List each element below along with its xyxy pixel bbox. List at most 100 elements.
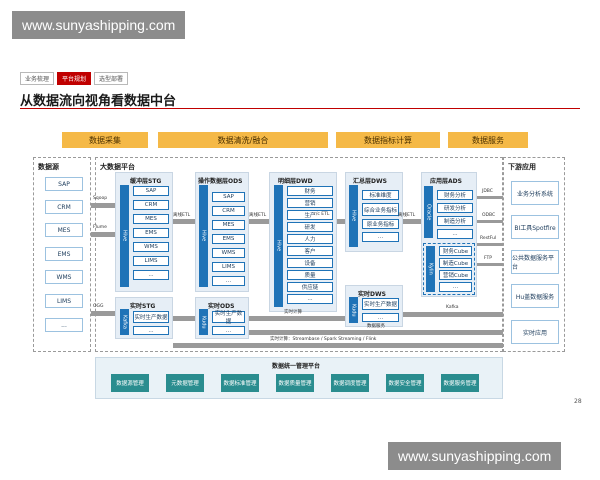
label-sqoop: Sqoop <box>93 196 108 201</box>
label-stream: 实时计算：Streambase / Spark Streaming / Flin… <box>270 337 377 342</box>
sources-title: 数据源 <box>38 163 59 171</box>
source-lims: LIMS <box>45 294 83 308</box>
page-number: 28 <box>574 398 582 405</box>
arrow-ftp <box>477 263 503 266</box>
phase-compute: 数据指标计算 <box>336 132 440 148</box>
mgmt-item-service: 数据服务管理 <box>441 374 479 392</box>
rt-dws-item: 实时生产数据 <box>362 298 399 310</box>
ads-cube: ... <box>439 282 472 292</box>
arrow-flume <box>91 232 115 237</box>
ads-item: ... <box>437 229 473 239</box>
dws-item: 原业务指标 <box>362 219 399 229</box>
mgmt-item-security: 数据安全管理 <box>386 374 424 392</box>
downstream-title: 下游应用 <box>508 163 536 171</box>
watermark-bottom: www.sunyashipping.com <box>388 442 562 470</box>
arrow-rt-1 <box>173 316 195 321</box>
breadcrumb-item[interactable]: 业务梳理 <box>20 72 55 85</box>
ods-title: 操作数据层ODS <box>198 178 243 185</box>
arrow-rt-compute <box>249 316 345 321</box>
arrow-etl-2 <box>249 219 269 224</box>
label-flume: Flume <box>93 225 107 230</box>
ods-item: ... <box>212 276 245 286</box>
rt-ods-kudu-bar: Kudu <box>199 309 208 335</box>
phase-clean: 数据清洗/融合 <box>158 132 328 148</box>
dwd-title: 明细层DWD <box>278 178 313 185</box>
label-etl-3: r/c ETL <box>314 212 330 217</box>
ads-cube: 财务Cube <box>439 246 472 256</box>
dws-item: 标准维度 <box>362 190 399 200</box>
page-title: 从数据流向视角看数据中台 <box>20 94 177 109</box>
rt-stg-title: 实时STG <box>130 303 156 310</box>
source-more: ... <box>45 318 83 332</box>
ads-title: 应用层ADS <box>430 178 462 185</box>
arrow-jdbc <box>477 196 503 199</box>
dwd-item: 设备 <box>287 258 333 268</box>
dwd-item: 营销 <box>287 198 333 208</box>
ods-item: LIMS <box>212 262 245 272</box>
arrow-stream <box>173 343 503 348</box>
mgmt-item-metadata: 元数据管理 <box>166 374 204 392</box>
downstream-business-analysis: 业务分析系统 <box>511 181 559 205</box>
ods-item: MES <box>212 220 245 230</box>
watermark-top: www.sunyashipping.com <box>12 11 186 39</box>
label-restful: RestFul <box>480 236 497 241</box>
ads-kylin-bar: Kylin <box>426 246 435 292</box>
label-rt-service: 数据服务 <box>367 324 385 329</box>
stg-title: 缓冲层STG <box>130 178 162 185</box>
label-ogg: OGG <box>93 304 104 309</box>
source-ems: EMS <box>45 247 83 261</box>
ods-hive-bar: Hive <box>199 185 208 287</box>
source-crm: CRM <box>45 200 83 214</box>
dws-item: ... <box>362 232 399 242</box>
arrow-sqoop <box>91 203 115 208</box>
ads-item: 研发分析 <box>437 203 473 213</box>
dws-item: 综合业务指标 <box>362 203 399 216</box>
dwd-item: 供应链 <box>287 282 333 292</box>
arrow-etl-1 <box>173 219 195 224</box>
rt-stg-item: 实时生产数据 <box>133 311 169 323</box>
arrow-odbc <box>477 220 503 223</box>
sources-panel: 数据源 <box>33 157 91 352</box>
downstream-bi-tool: BI工具Spotfire <box>511 215 559 239</box>
label-rt-kafka: Kafka <box>446 305 459 310</box>
title-divider <box>20 108 580 109</box>
ods-item: EMS <box>212 234 245 244</box>
label-rt-compute: 实时计算 <box>284 310 302 315</box>
dwd-item: 生产 <box>287 210 333 220</box>
ads-cube-group <box>423 243 475 295</box>
downstream-realtime-app: 实时应用 <box>511 320 559 344</box>
arrow-etl-4 <box>403 219 421 224</box>
ads-item: 制造分析 <box>437 216 473 226</box>
label-etl-1: 离线ETL <box>173 213 191 218</box>
stg-item: ... <box>133 270 169 280</box>
stg-item: LIMS <box>133 256 169 266</box>
rt-stg-kafka-bar: Kafka <box>120 309 129 335</box>
label-ftp: FTP <box>484 256 492 261</box>
arrow-etl-3 <box>337 219 345 224</box>
ods-item: WMS <box>212 248 245 258</box>
breadcrumb-item-active[interactable]: 平台规划 <box>57 72 92 85</box>
rt-dws-item: ... <box>362 313 399 322</box>
dwd-item: 客户 <box>287 246 333 256</box>
label-etl-4: 离线ETL <box>398 213 416 218</box>
platform-title: 大数据平台 <box>100 163 135 171</box>
stg-item: EMS <box>133 228 169 238</box>
rt-dws-kudu-bar: Kudu <box>349 297 358 323</box>
arrow-rt-service <box>249 330 503 335</box>
source-mes: MES <box>45 223 83 237</box>
rt-ods-title: 实时ODS <box>208 303 235 310</box>
dwd-hive-bar: Hive <box>274 185 283 307</box>
dwd-item: 财务 <box>287 186 333 196</box>
downstream-data-service: Hu盖数据服务 <box>511 284 559 308</box>
stg-item: CRM <box>133 200 169 210</box>
dwd-item: 人力 <box>287 234 333 244</box>
breadcrumb-item[interactable]: 选型部署 <box>94 72 129 85</box>
dws-title: 汇总层DWS <box>353 178 387 185</box>
mgmt-item-schedule: 数据调度管理 <box>331 374 369 392</box>
dwd-item: ... <box>287 294 333 304</box>
downstream-panel: 下游应用 <box>503 157 565 352</box>
ods-item: SAP <box>212 192 245 202</box>
rt-ods-item: ... <box>212 326 245 335</box>
dws-hive-bar: Hive <box>349 185 358 247</box>
label-odbc: ODBC <box>482 213 496 218</box>
